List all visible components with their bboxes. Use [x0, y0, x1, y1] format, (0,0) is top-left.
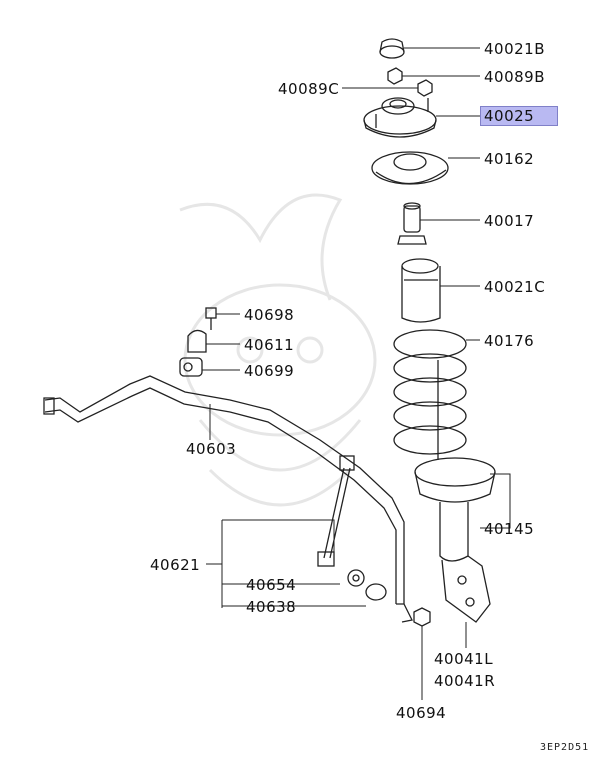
part-40021B-cap[interactable] [379, 38, 405, 59]
part-40017-bump-stop[interactable] [397, 202, 427, 245]
label-40017[interactable]: 40017 [484, 212, 535, 230]
part-40145-strut-assembly[interactable] [414, 360, 496, 623]
part-40698-bolt[interactable] [205, 307, 217, 330]
diagram-code: 3EP2D51 [540, 742, 590, 753]
part-40089B-nut[interactable] [387, 67, 403, 85]
label-40699[interactable]: 40699 [244, 362, 295, 380]
label-40611[interactable]: 40611 [244, 336, 295, 354]
part-40176-coil-spring[interactable] [393, 329, 467, 455]
watermark-emblem [179, 193, 377, 507]
label-40621[interactable]: 40621 [150, 556, 201, 574]
label-40089B[interactable]: 40089B [484, 68, 546, 86]
part-40089C-nut[interactable] [417, 79, 433, 97]
part-40638-ring[interactable] [365, 583, 387, 601]
label-40654[interactable]: 40654 [246, 576, 297, 594]
label-40021C[interactable]: 40021C [484, 278, 546, 296]
label-40041L[interactable]: 40041L [434, 650, 494, 668]
part-40621-stabilizer-link[interactable] [317, 455, 355, 567]
part-40025-strut-mount[interactable] [363, 97, 437, 138]
label-40603[interactable]: 40603 [186, 440, 237, 458]
label-40021B[interactable]: 40021B [484, 40, 546, 58]
part-40694-nut[interactable] [413, 607, 431, 627]
part-40603-stabilizer-bar[interactable] [43, 375, 413, 623]
part-40162-spring-seat[interactable] [371, 151, 449, 185]
label-40025-highlighted[interactable]: 40025 [480, 106, 558, 126]
part-40021C-dust-boot[interactable] [401, 258, 441, 323]
label-40176[interactable]: 40176 [484, 332, 535, 350]
part-40654-bushing[interactable] [347, 569, 365, 587]
leader-lines [202, 47, 511, 700]
label-40041R[interactable]: 40041R [434, 672, 496, 690]
label-40162[interactable]: 40162 [484, 150, 535, 168]
label-40698[interactable]: 40698 [244, 306, 295, 324]
label-40089C[interactable]: 40089C [278, 80, 340, 98]
label-40694[interactable]: 40694 [396, 704, 447, 722]
label-40638[interactable]: 40638 [246, 598, 297, 616]
label-40145[interactable]: 40145 [484, 520, 535, 538]
part-40611-bracket[interactable] [187, 329, 207, 353]
part-40699-bushing[interactable] [179, 357, 203, 377]
